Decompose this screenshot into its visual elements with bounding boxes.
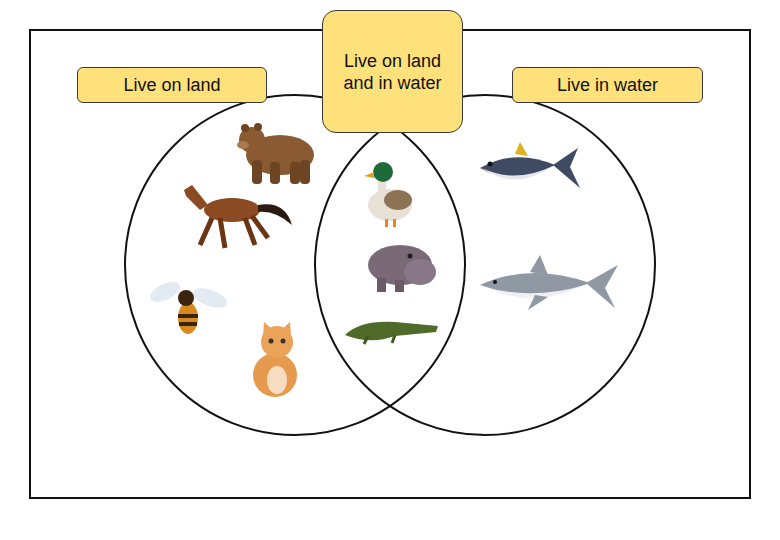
set-label-box: Live on land [77, 67, 267, 103]
hippo-picture [368, 245, 436, 292]
shark-picture [480, 255, 618, 310]
set-label-box: Live in water [512, 67, 703, 103]
horse-picture [184, 185, 292, 248]
set-label: Live on land [123, 74, 220, 96]
crocodile-picture [345, 322, 438, 344]
cat-picture [253, 322, 297, 397]
land-circle [125, 95, 465, 435]
water-circle [315, 95, 655, 435]
set-label: Live on land and in water [333, 50, 452, 94]
duck-picture [364, 162, 412, 227]
set-label: Live in water [557, 74, 658, 96]
tuna-picture [480, 142, 580, 188]
bee-picture [147, 278, 230, 334]
bear-picture [237, 123, 314, 184]
overlap-label-box: Live on land and in water [322, 10, 463, 133]
